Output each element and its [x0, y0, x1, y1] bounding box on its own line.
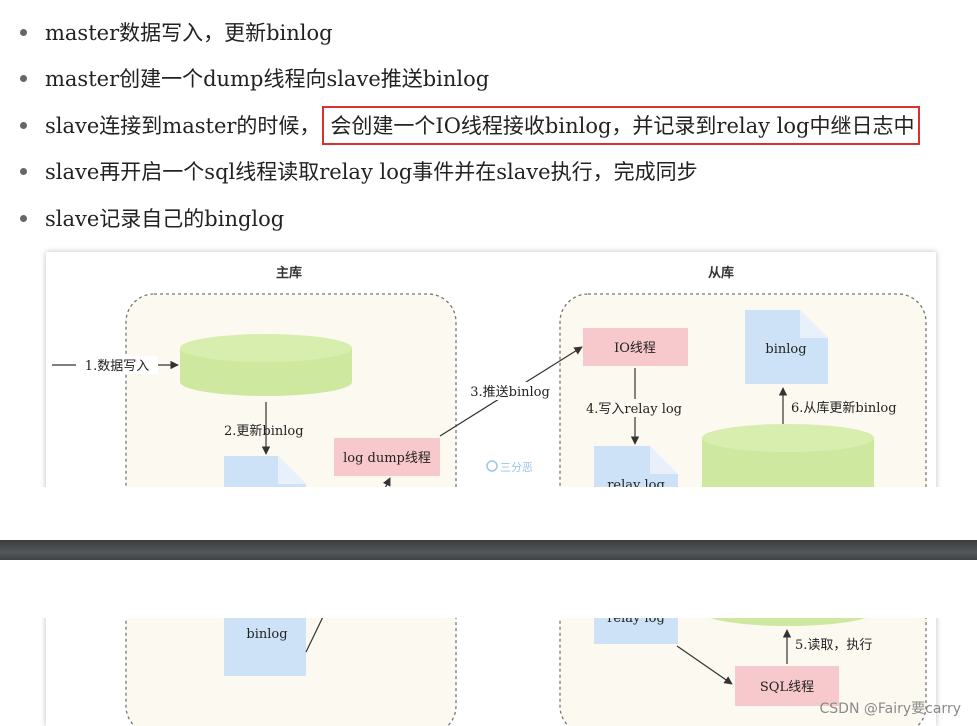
- bullet-item: master数据写入，更新binlog: [20, 15, 333, 49]
- master-title: 主库: [276, 265, 302, 281]
- bullet-item: slave记录自己的binglog: [20, 201, 284, 235]
- relay-to-sql-arrow: [676, 645, 733, 685]
- step1-label-bg: [76, 356, 158, 374]
- bullet-dot: [20, 121, 27, 129]
- stamp-text: 三分恶: [500, 461, 533, 474]
- io-thread-label: IO线程: [614, 341, 656, 356]
- step3-label-bg: [466, 382, 554, 400]
- log-dump-thread: [334, 438, 440, 476]
- step4-label: 4.写入relay log: [586, 402, 682, 417]
- io-thread: [583, 328, 688, 366]
- bullet-item: slave再开启一个sql线程读取relay log事件并在slave执行，完成…: [20, 154, 698, 188]
- bullet-text: slave连接到master的时候，: [45, 114, 321, 138]
- bullet-dot: [20, 214, 27, 222]
- sql-thread-label: SQL线程: [760, 680, 814, 695]
- step1-label: 1.数据写入: [85, 359, 149, 374]
- sql-thread: [735, 666, 839, 706]
- step2-label: 2.更新binlog: [224, 423, 304, 439]
- bullet-item: slave连接到master的时候， 会创建一个IO线程接收binlog，并记录…: [20, 105, 921, 145]
- slave-title: 从库: [708, 265, 734, 281]
- bullet-dot: [20, 167, 27, 175]
- bullet-text: slave再开启一个sql线程读取relay log事件并在slave执行，完成…: [45, 160, 698, 184]
- binlog-slave-label: binlog: [765, 342, 806, 357]
- binlog-master-label: binlog: [246, 627, 287, 642]
- gap-bottom: [0, 560, 977, 618]
- bullet-text: master创建一个dump线程向slave推送binlog: [45, 67, 490, 91]
- highlighted-text: 会创建一个IO线程接收binlog，并记录到relay log中继日志中: [322, 105, 921, 145]
- step3-label: 3.推送binlog: [470, 385, 550, 400]
- bullet-dot: [20, 28, 27, 36]
- bullet-item: master创建一个dump线程向slave推送binlog: [20, 61, 489, 95]
- step4-label-bg: [584, 399, 692, 417]
- bullet-dot: [20, 74, 27, 82]
- bullet-text: slave记录自己的binglog: [45, 207, 285, 231]
- separator-bar: [0, 540, 977, 560]
- step5-label: 5.读取，执行: [795, 638, 872, 653]
- step6-label: 6.从库更新binlog: [791, 400, 897, 416]
- gap-top: [0, 487, 977, 540]
- stamp-logo: 三分恶: [486, 460, 533, 474]
- csdn-watermark: CSDN @Fairy要carry: [819, 701, 961, 717]
- master-database: [180, 334, 352, 396]
- bullet-text: master数据写入，更新binlog: [45, 21, 333, 45]
- log-dump-label: log dump线程: [343, 451, 431, 466]
